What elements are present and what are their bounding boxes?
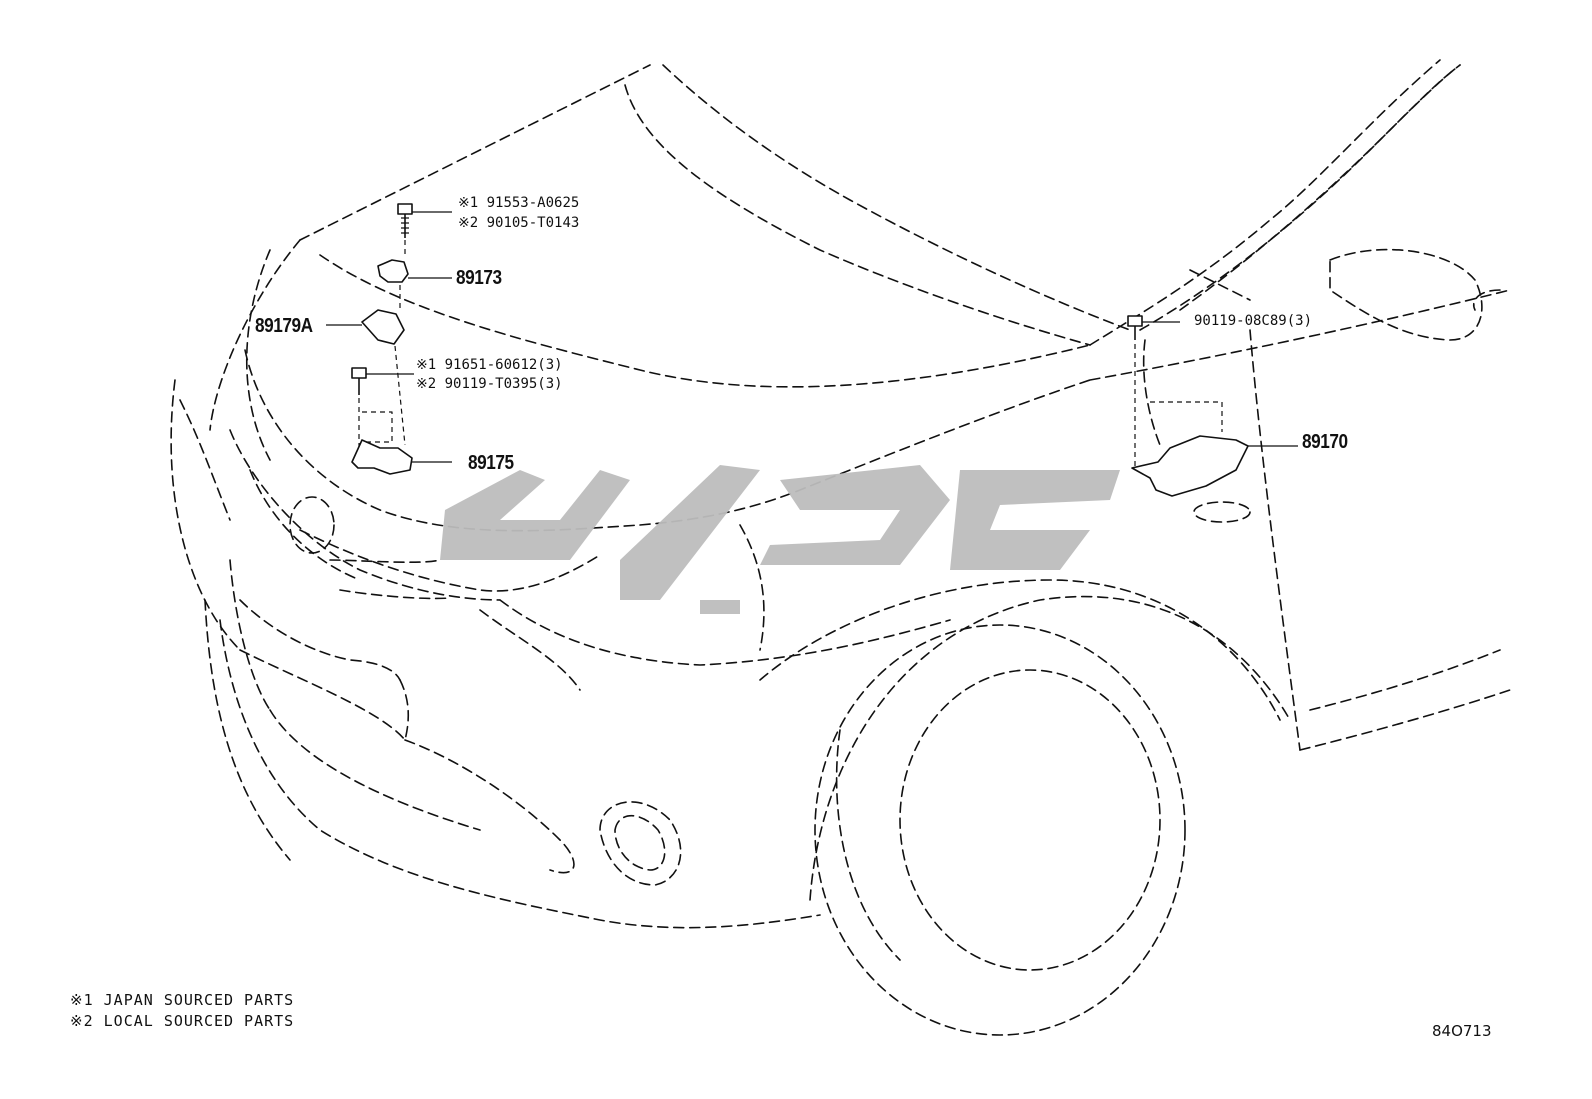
legend-japan: ※1 JAPAN SOURCED PARTS — [70, 991, 295, 1009]
cushion-89179A-icon — [361, 309, 405, 345]
part-89175-label: 89175 — [468, 452, 514, 474]
bolt-mid-code-2: ※2 90119-T0395(3) — [416, 376, 563, 392]
bolt-top-icon — [397, 203, 413, 238]
fog-lamp — [599, 801, 682, 886]
illustration-code: 84O713 — [1432, 1022, 1492, 1040]
bolt-right-code: 90119-08C89(3) — [1194, 313, 1313, 329]
part-89173-label: 89173 — [456, 267, 502, 289]
watermark-logo — [440, 465, 1120, 614]
bolt-right-icon — [1127, 315, 1143, 340]
bolt-top-code-1: ※1 91553-A0625 — [458, 195, 580, 211]
side-mirror — [1329, 248, 1483, 341]
hood-lock-89175-icon — [351, 439, 413, 475]
tire-outer — [814, 624, 1186, 1036]
wheel-arch — [809, 595, 1291, 901]
part-89170-label: 89170 — [1302, 431, 1348, 453]
hood-outline — [299, 64, 651, 241]
part-89179A-label: 89179A — [255, 315, 313, 337]
bolt-mid-code-1: ※1 91651-60612(3) — [416, 357, 563, 373]
emblem — [289, 496, 335, 554]
source-legend: ※1 JAPAN SOURCED PARTS ※2 LOCAL SOURCED … — [70, 990, 294, 1032]
bolt-top-code-2: ※2 90105-T0143 — [458, 215, 580, 231]
bracket-89173-icon — [377, 259, 409, 283]
bolt-mid-icon — [351, 367, 367, 395]
sensor-89170-icon — [1131, 435, 1249, 497]
tire-inner — [899, 669, 1161, 971]
legend-local: ※2 LOCAL SOURCED PARTS — [70, 1012, 295, 1030]
